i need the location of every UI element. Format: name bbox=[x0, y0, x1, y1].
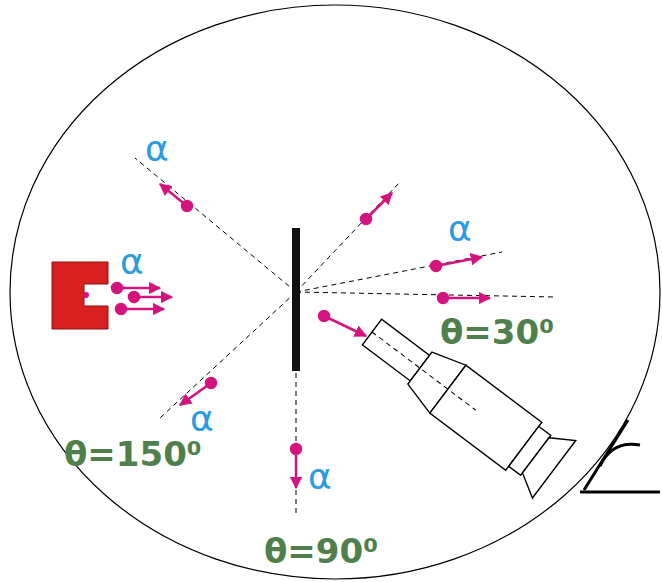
alpha-source bbox=[52, 262, 108, 329]
gold-foil bbox=[292, 228, 300, 371]
observer-eye bbox=[580, 420, 660, 492]
microscope bbox=[350, 303, 575, 498]
vacuum-chamber bbox=[10, 5, 660, 579]
angle-label: θ=30⁰ bbox=[438, 314, 556, 350]
angle-label: θ=150⁰ bbox=[62, 436, 204, 472]
alpha-label: α bbox=[446, 210, 474, 248]
alpha-label: α bbox=[143, 130, 171, 168]
alpha-label: α bbox=[306, 458, 334, 496]
alpha-label: α bbox=[118, 243, 146, 281]
angle-label: θ=90⁰ bbox=[262, 533, 380, 569]
alpha-label: α bbox=[188, 400, 216, 438]
